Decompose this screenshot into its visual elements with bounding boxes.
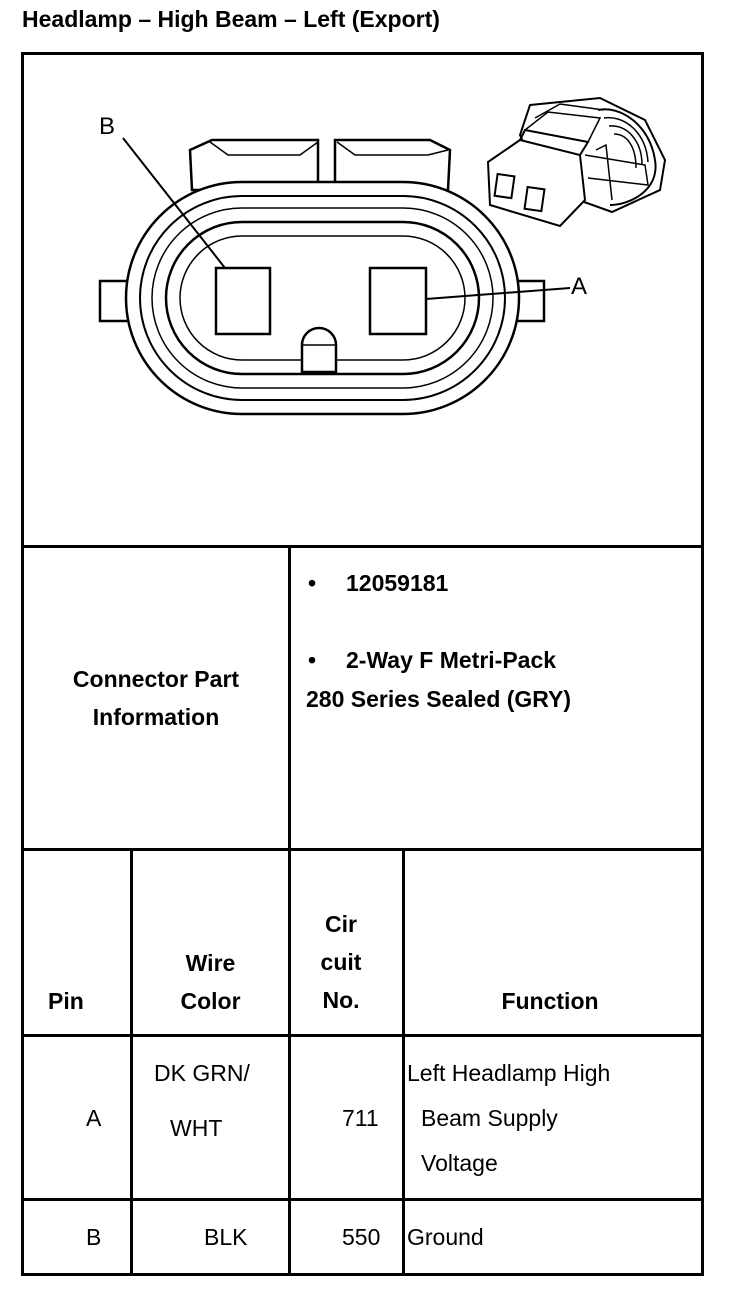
row-a-function-line1: Left Headlamp High [407, 1060, 611, 1086]
connector-info-label-line1: Connector Part [72, 666, 240, 692]
part-description-line2: 280 Series Sealed (GRY) [306, 686, 572, 712]
divider-info-bottom [21, 848, 704, 851]
header-pin: Pin [48, 988, 84, 1014]
divider-header-bottom [21, 1034, 704, 1037]
row-b-function: Ground [407, 1224, 484, 1250]
page-title: Headlamp – High Beam – Left (Export) [22, 6, 440, 32]
divider-info-column [288, 545, 291, 851]
divider-wire-column [288, 848, 291, 1276]
divider-pin-column [130, 848, 133, 1276]
row-a-wire-color-line1: DK GRN/ [154, 1060, 250, 1086]
connector-table-frame [21, 52, 704, 1276]
part-number: 12059181 [346, 570, 449, 596]
connector-info-label: Connector Part Information [24, 660, 288, 736]
terminal-cavity-a [368, 266, 428, 336]
bullet-part-number: • [308, 570, 317, 596]
left-latch [188, 138, 320, 192]
leader-line-b [122, 137, 226, 269]
bullet-description: • [308, 647, 317, 673]
divider-diagram-bottom [21, 545, 704, 548]
header-circuit-line1: Cir [325, 911, 357, 937]
divider-circuit-column [402, 848, 405, 1276]
connector-face-diagram: B A [98, 96, 667, 416]
row-a-circuit: 711 [342, 1105, 379, 1131]
header-circuit-line2: cuit [320, 949, 362, 975]
header-circuit-number: Cir cuit No. [291, 905, 391, 1019]
pin-label-a: A [571, 273, 587, 300]
terminal-cavity-b [214, 266, 272, 336]
row-a-function-line3: Voltage [421, 1150, 498, 1176]
header-wire-color: Wire Color [133, 944, 288, 1020]
row-a-function-line2: Beam Supply [421, 1105, 558, 1131]
pin-label-b: B [99, 113, 115, 140]
part-description-line1: 2-Way F Metri-Pack [346, 647, 557, 673]
connector-info-label-line2: Information [92, 704, 220, 730]
header-wire-color-line1: Wire [185, 950, 236, 976]
header-circuit-line3: No. [322, 987, 360, 1013]
row-b-circuit: 550 [342, 1224, 381, 1250]
connector-housing [124, 180, 521, 416]
row-a-pin: A [86, 1105, 102, 1131]
leader-line-a [425, 287, 571, 300]
divider-row-a-bottom [21, 1198, 704, 1201]
header-wire-color-line2: Color [180, 988, 241, 1014]
row-b-wire-color: BLK [204, 1224, 248, 1250]
row-a-wire-color-line2: WHT [170, 1115, 223, 1141]
header-function: Function [501, 988, 599, 1014]
polarizing-key [300, 326, 338, 374]
connector-illustration [486, 96, 667, 228]
row-b-pin: B [86, 1224, 102, 1250]
